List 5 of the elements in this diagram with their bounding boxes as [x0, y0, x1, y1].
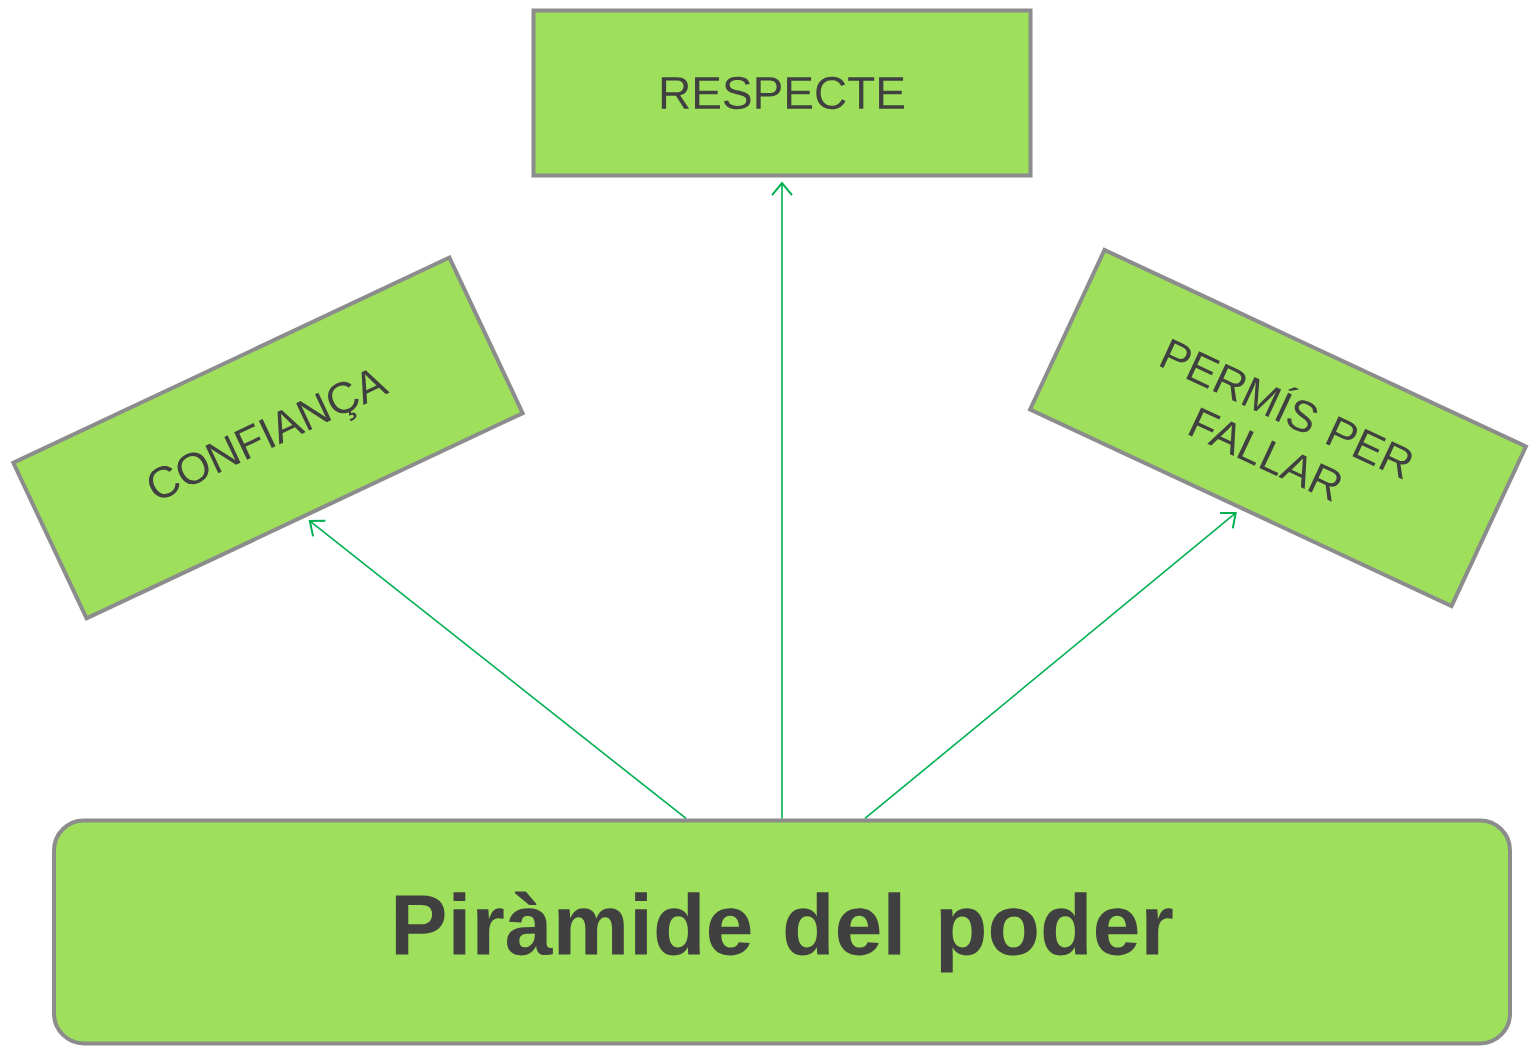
arrow [308, 519, 687, 820]
arrow [771, 181, 793, 820]
arrow [864, 512, 1237, 820]
concept-box: RESPECTE [531, 8, 1033, 178]
title-box: Piràmide del poder [52, 818, 1512, 1046]
